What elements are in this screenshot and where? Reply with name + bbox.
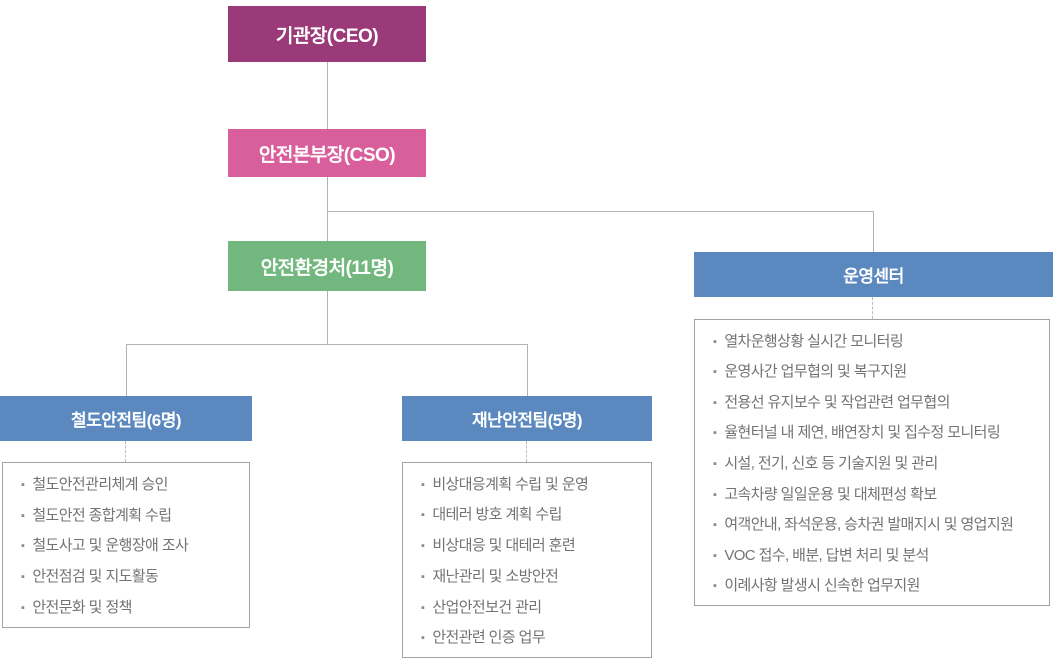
duty-item: ▪ 비상대응 및 대테러 훈련 — [421, 534, 641, 555]
duty-item: ▪ 산업안전보건 관리 — [421, 596, 641, 617]
cso-box: 안전본부장(CSO) — [228, 129, 426, 177]
duty-item: ▪ 열차운행상황 실시간 모니터링 — [713, 330, 1039, 351]
duty-text: 전용선 유지보수 및 작업관련 업무협의 — [724, 393, 950, 411]
operation-center-duties-panel: ▪ 열차운행상황 실시간 모니터링 ▪ 운영사간 업무협의 및 복구지원 ▪ 전용선 … — [694, 319, 1050, 606]
duty-text: 철도안전관리체계 승인 — [32, 475, 168, 493]
bullet-icon: ▪ — [713, 549, 717, 562]
duty-list: ▪ 열차운행상황 실시간 모니터링 ▪ 운영사간 업무협의 및 복구지원 ▪ 전용선 … — [695, 320, 1049, 605]
dashed-connector-team1-panel — [125, 441, 126, 462]
bullet-icon: ▪ — [713, 457, 717, 470]
bullet-icon: ▪ — [421, 540, 425, 553]
dashed-connector-opcenter-panel — [872, 297, 873, 319]
bullet-icon: ▪ — [21, 540, 25, 553]
duty-text: 재난관리 및 소방안전 — [432, 567, 559, 585]
connector-dept-down — [327, 291, 328, 344]
duty-item: ▪ 안전관련 인증 업무 — [421, 626, 641, 647]
duty-text: 율현터널 내 제연, 배연장치 및 집수정 모니터링 — [724, 424, 1001, 442]
connector-branch-right — [327, 211, 873, 212]
connector-ceo-cso — [327, 62, 328, 129]
bullet-icon: ▪ — [713, 580, 717, 593]
duty-item: ▪ 철도사고 및 운행장애 조사 — [21, 534, 239, 555]
railway-safety-team-box: 철도안전팀(6명) — [0, 396, 252, 441]
duty-item: ▪ 운영사간 업무협의 및 복구지원 — [713, 360, 1039, 381]
bullet-icon: ▪ — [21, 571, 25, 584]
duty-text: 안전점검 및 지도활동 — [32, 568, 159, 586]
duty-text: 고속차량 일일운용 및 대체편성 확보 — [724, 485, 937, 503]
duty-item: ▪ 전용선 유지보수 및 작업관련 업무협의 — [713, 391, 1039, 412]
duty-item: ▪ 안전점검 및 지도활동 — [21, 565, 239, 586]
bullet-icon: ▪ — [421, 632, 425, 645]
connector-branch-teams — [126, 344, 527, 345]
duty-list: ▪ 철도안전관리체계 승인 ▪ 철도안전 종합계획 수립 ▪ 철도사고 및 운행장애 … — [3, 463, 249, 627]
duty-text: 운영사간 업무협의 및 복구지원 — [724, 363, 907, 381]
duty-item: ▪ 철도안전관리체계 승인 — [21, 473, 239, 494]
bullet-icon: ▪ — [421, 478, 425, 491]
duty-text: 비상대응 및 대테러 훈련 — [432, 537, 576, 555]
duty-list: ▪ 비상대응계획 수립 및 운영 ▪ 대테러 방호 계획 수립 ▪ 비상대응 및 대테… — [403, 463, 651, 657]
bullet-icon: ▪ — [421, 601, 425, 614]
bullet-icon: ▪ — [421, 570, 425, 583]
duty-item: ▪ 여객안내, 좌석운용, 승차권 발매지시 및 영업지원 — [713, 513, 1039, 534]
duty-item: ▪ 고속차량 일일운용 및 대체편성 확보 — [713, 483, 1039, 504]
railway-safety-duties-panel: ▪ 철도안전관리체계 승인 ▪ 철도안전 종합계획 수립 ▪ 철도사고 및 운행장애 … — [2, 462, 250, 628]
duty-text: 철도안전 종합계획 수립 — [32, 506, 172, 524]
duty-item: ▪ 안전문화 및 정책 — [21, 596, 239, 617]
duty-text: 철도사고 및 운행장애 조사 — [32, 537, 189, 555]
duty-text: 안전문화 및 정책 — [32, 599, 132, 617]
bullet-icon: ▪ — [713, 488, 717, 501]
connector-to-team2 — [527, 344, 528, 396]
duty-text: VOC 접수, 배분, 답변 처리 및 분석 — [724, 546, 929, 564]
duty-text: 안전관련 인증 업무 — [432, 629, 546, 647]
safety-env-dept-box: 안전환경처(11명) — [228, 241, 426, 291]
bullet-icon: ▪ — [21, 602, 25, 615]
bullet-icon: ▪ — [713, 335, 717, 348]
disaster-safety-team-box: 재난안전팀(5명) — [402, 396, 652, 441]
connector-to-team1 — [126, 344, 127, 396]
duty-text: 비상대응계획 수립 및 운영 — [432, 475, 589, 493]
duty-item: ▪ 철도안전 종합계획 수립 — [21, 504, 239, 525]
duty-item: ▪ VOC 접수, 배분, 답변 처리 및 분석 — [713, 544, 1039, 565]
bullet-icon: ▪ — [713, 427, 717, 440]
duty-item: ▪ 재난관리 및 소방안전 — [421, 565, 641, 586]
duty-item: ▪ 대테러 방호 계획 수립 — [421, 503, 641, 524]
bullet-icon: ▪ — [713, 396, 717, 409]
dashed-connector-team2-panel — [526, 441, 527, 462]
bullet-icon: ▪ — [21, 509, 25, 522]
connector-to-opcenter — [873, 211, 874, 252]
bullet-icon: ▪ — [21, 478, 25, 491]
operation-center-box: 운영센터 — [694, 252, 1053, 297]
ceo-box: 기관장(CEO) — [228, 6, 426, 62]
duty-text: 대테러 방호 계획 수립 — [432, 506, 562, 524]
duty-item: ▪ 이례사항 발생시 신속한 업무지원 — [713, 574, 1039, 595]
bullet-icon: ▪ — [421, 509, 425, 522]
disaster-safety-duties-panel: ▪ 비상대응계획 수립 및 운영 ▪ 대테러 방호 계획 수립 ▪ 비상대응 및 대테… — [402, 462, 652, 658]
duty-text: 산업안전보건 관리 — [432, 598, 542, 616]
duty-item: ▪ 비상대응계획 수립 및 운영 — [421, 473, 641, 494]
duty-text: 시설, 전기, 신호 등 기술지원 및 관리 — [724, 454, 938, 472]
duty-text: 여객안내, 좌석운용, 승차권 발매지시 및 영업지원 — [724, 516, 1014, 534]
duty-item: ▪ 율현터널 내 제연, 배연장치 및 집수정 모니터링 — [713, 421, 1039, 442]
duty-text: 열차운행상황 실시간 모니터링 — [724, 332, 904, 350]
duty-item: ▪ 시설, 전기, 신호 등 기술지원 및 관리 — [713, 452, 1039, 473]
duty-text: 이례사항 발생시 신속한 업무지원 — [724, 577, 920, 595]
bullet-icon: ▪ — [713, 366, 717, 379]
connector-cso-dept — [327, 177, 328, 241]
bullet-icon: ▪ — [713, 519, 717, 532]
